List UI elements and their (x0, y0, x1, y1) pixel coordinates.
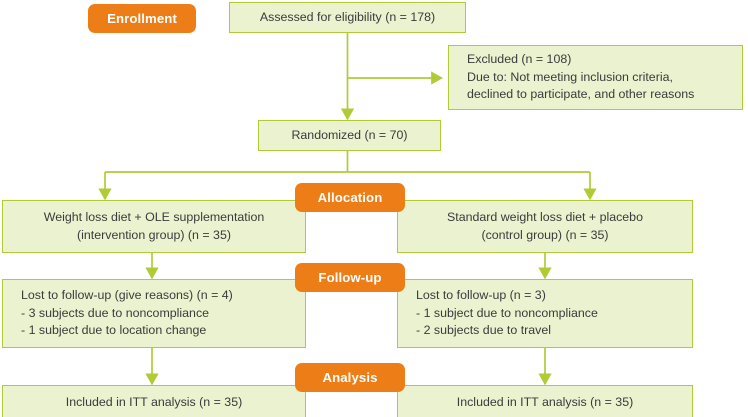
node-randomized-line-1: Randomized (n = 70) (291, 127, 408, 142)
node-followup-control-line-3: - 2 subjects due to travel (416, 323, 551, 338)
stage-badge-followup: Follow-up (295, 263, 405, 292)
node-allocation-control-line-1: Standard weight loss diet + placebo (447, 209, 643, 224)
stage-badge-allocation-label: Allocation (317, 190, 383, 205)
stage-badge-analysis-label: Analysis (322, 370, 378, 385)
node-excluded-line-2: Due to: Not meeting inclusion criteria, (467, 69, 673, 84)
node-allocation-control-line-2: (control group) (n = 35) (481, 227, 609, 242)
node-analysis-intervention: Included in ITT analysis (n = 35) (2, 385, 306, 417)
node-followup-control-line-2: - 1 subject due to noncompliance (416, 305, 598, 320)
node-followup-intervention: Lost to follow-up (give reasons) (n = 4)… (2, 279, 306, 348)
node-excluded-line-3: declined to participate, and other reaso… (467, 87, 695, 102)
node-analysis-control: Included in ITT analysis (n = 35) (397, 385, 693, 417)
node-followup-control-line-1: Lost to follow-up (n = 3) (416, 288, 546, 303)
node-followup-intervention-line-3: - 1 subject due to location change (21, 323, 207, 338)
node-excluded: Excluded (n = 108) Due to: Not meeting i… (448, 45, 743, 110)
stage-badge-followup-label: Follow-up (318, 270, 382, 285)
stage-badge-enrollment-label: Enrollment (107, 11, 177, 26)
node-allocation-intervention-line-1: Weight loss diet + OLE supplementation (43, 209, 265, 224)
node-followup-control: Lost to follow-up (n = 3) - 1 subject du… (397, 279, 693, 348)
node-allocation-intervention: Weight loss diet + OLE supplementation (… (2, 200, 306, 253)
node-followup-intervention-line-2: - 3 subjects due to noncompliance (21, 305, 210, 320)
stage-badge-allocation: Allocation (295, 183, 405, 212)
node-allocation-intervention-line-2: (intervention group) (n = 35) (77, 227, 231, 242)
node-analysis-control-line-1: Included in ITT analysis (n = 35) (456, 395, 634, 410)
node-assessed-for-eligibility: Assessed for eligibility (n = 178) (229, 2, 466, 33)
node-excluded-line-1: Excluded (n = 108) (467, 52, 572, 67)
node-followup-intervention-line-1: Lost to follow-up (give reasons) (n = 4) (21, 288, 233, 303)
node-analysis-intervention-line-1: Included in ITT analysis (n = 35) (65, 395, 243, 410)
stage-badge-analysis: Analysis (295, 363, 405, 392)
node-allocation-control: Standard weight loss diet + placebo (con… (397, 200, 693, 253)
node-randomized: Randomized (n = 70) (258, 120, 441, 151)
stage-badge-enrollment: Enrollment (88, 4, 196, 33)
node-assessed-line-1: Assessed for eligibility (n = 178) (259, 9, 436, 24)
